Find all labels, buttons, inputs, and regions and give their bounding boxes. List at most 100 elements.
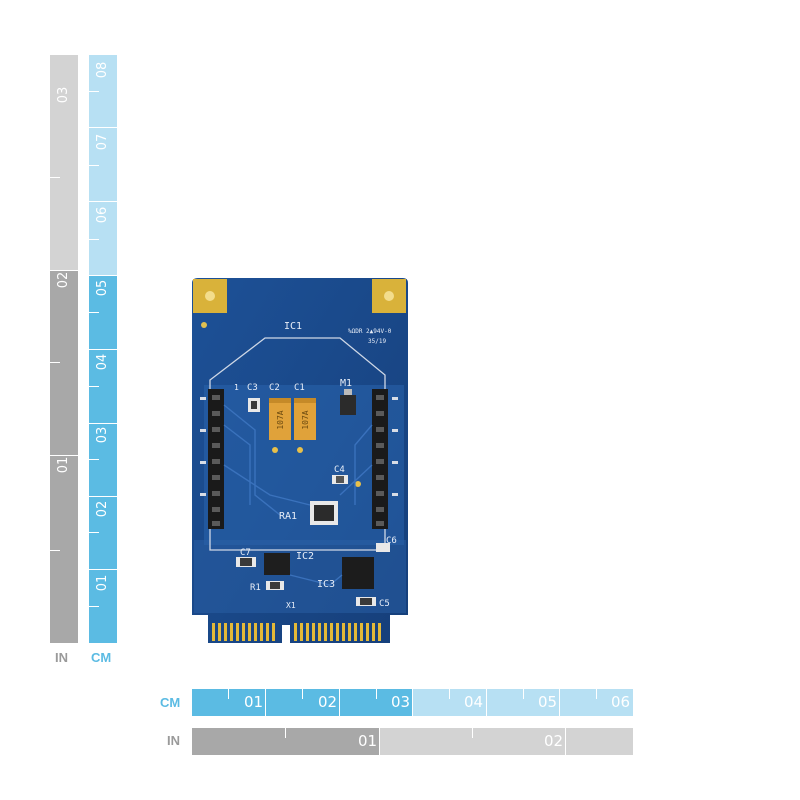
label-c4: C4 xyxy=(334,465,345,475)
ruler-tick-label: 01 xyxy=(95,574,110,592)
ruler-tick xyxy=(89,569,117,570)
label-ra1: RA1 xyxy=(279,511,297,522)
capacitor-code: 107A xyxy=(301,410,310,429)
ruler-tick xyxy=(89,349,117,350)
fiducial xyxy=(201,322,207,328)
transistor-m1 xyxy=(340,395,356,415)
ruler-tick-label: 02 xyxy=(56,271,71,289)
capacitor-c1 xyxy=(294,398,316,440)
vertical-inch-ruler: 03 02 01 xyxy=(50,55,78,643)
ruler-tick xyxy=(376,689,377,699)
ruler-tick xyxy=(89,532,99,533)
ruler-tick xyxy=(89,201,117,202)
ruler-tick xyxy=(523,689,524,699)
ruler-tick-label: 07 xyxy=(95,133,110,151)
capacitor-c2 xyxy=(269,398,291,440)
label-m1: M1 xyxy=(340,378,352,389)
ic1-outline xyxy=(209,337,386,551)
ruler-tick xyxy=(50,177,60,178)
ruler-tick xyxy=(559,689,560,716)
pcb-board-illustration: 107A 107A xyxy=(192,278,408,643)
ruler-tick-label: 02 xyxy=(95,500,110,518)
ruler-tick xyxy=(379,728,380,755)
label-r1: R1 xyxy=(250,583,261,593)
label-pin1: 1 xyxy=(234,383,239,392)
ruler-tick-label: 02 xyxy=(544,732,564,750)
header-pins xyxy=(212,395,384,526)
mounting-hole xyxy=(384,291,394,301)
pcb-traces xyxy=(223,404,373,586)
horizontal-inch-ruler: 01 02 xyxy=(192,728,633,755)
ruler-tick xyxy=(89,91,99,92)
label-ic2: IC2 xyxy=(296,551,314,562)
label-c5: C5 xyxy=(379,599,390,609)
ic3-chip xyxy=(342,557,374,589)
silkscreen-labels: IC1 %ΩDR 2▲94V-0 35/19 C3 C2 C1 M1 1 C4 … xyxy=(234,321,397,610)
ruler-tick xyxy=(565,728,566,755)
ruler-tick-label: 05 xyxy=(95,279,110,297)
cm-unit-label: CM xyxy=(160,695,181,710)
ruler-tick-label: 03 xyxy=(95,426,110,444)
ruler-tick-label: 01 xyxy=(56,456,71,474)
ruler-tick-label: 06 xyxy=(95,206,110,224)
ruler-tick-label: 03 xyxy=(391,693,411,711)
ruler-tick xyxy=(89,239,99,240)
ruler-tick xyxy=(50,270,78,271)
label-date-code: 35/19 xyxy=(368,338,386,345)
ruler-segment xyxy=(50,55,78,270)
ruler-tick xyxy=(89,127,117,128)
ruler-tick xyxy=(89,423,117,424)
ruler-tick xyxy=(449,689,450,699)
label-ul-mark: %ΩDR 2▲94V-0 xyxy=(348,328,392,335)
solder-pad xyxy=(272,447,278,453)
label-x1: X1 xyxy=(286,601,296,610)
label-c1: C1 xyxy=(294,383,305,393)
ruler-tick xyxy=(596,689,597,699)
horizontal-cm-ruler: 01 02 03 04 05 06 xyxy=(192,689,633,716)
ruler-tick xyxy=(89,312,99,313)
inch-unit-label: IN xyxy=(55,650,68,665)
ruler-tick xyxy=(412,689,413,716)
label-c2: C2 xyxy=(269,383,280,393)
label-c6: C6 xyxy=(386,536,397,546)
ruler-tick xyxy=(285,728,286,738)
ruler-tick-label: 04 xyxy=(464,693,484,711)
ruler-tick xyxy=(472,728,473,738)
ruler-tick-label: 03 xyxy=(56,86,71,104)
inch-unit-label: IN xyxy=(167,733,180,748)
edge-pads xyxy=(200,397,398,496)
capacitor-code: 107A xyxy=(276,410,285,429)
ruler-tick-label: 05 xyxy=(538,693,558,711)
ruler-tick-label: 08 xyxy=(95,61,110,79)
label-ic1: IC1 xyxy=(284,321,302,332)
ruler-segment xyxy=(565,728,633,755)
ruler-tick xyxy=(228,689,229,699)
ruler-tick xyxy=(486,689,487,716)
ic2-chip xyxy=(264,553,290,575)
cm-unit-label: CM xyxy=(91,650,112,665)
label-c3: C3 xyxy=(247,383,258,393)
ruler-tick xyxy=(50,362,60,363)
ruler-tick xyxy=(89,386,99,387)
edge-connector xyxy=(212,623,381,641)
ruler-tick xyxy=(50,550,60,551)
ruler-tick xyxy=(339,689,340,716)
ruler-tick-label: 06 xyxy=(611,693,631,711)
ruler-tick xyxy=(89,606,99,607)
label-ic3: IC3 xyxy=(317,579,335,590)
ruler-tick xyxy=(89,459,99,460)
ruler-tick xyxy=(89,496,117,497)
ruler-tick-label: 02 xyxy=(318,693,338,711)
ruler-tick xyxy=(265,689,266,716)
ruler-tick-label: 01 xyxy=(358,732,378,750)
label-c7: C7 xyxy=(240,548,251,558)
ruler-tick xyxy=(302,689,303,699)
ruler-segment xyxy=(50,455,78,643)
ruler-tick-label: 04 xyxy=(95,353,110,371)
mounting-hole xyxy=(205,291,215,301)
ruler-tick xyxy=(89,165,99,166)
solder-pad xyxy=(297,447,303,453)
ruler-tick-label: 01 xyxy=(244,693,264,711)
capacitor-c6 xyxy=(376,543,390,552)
vertical-cm-ruler: 08 07 06 05 04 03 02 01 xyxy=(89,55,117,643)
